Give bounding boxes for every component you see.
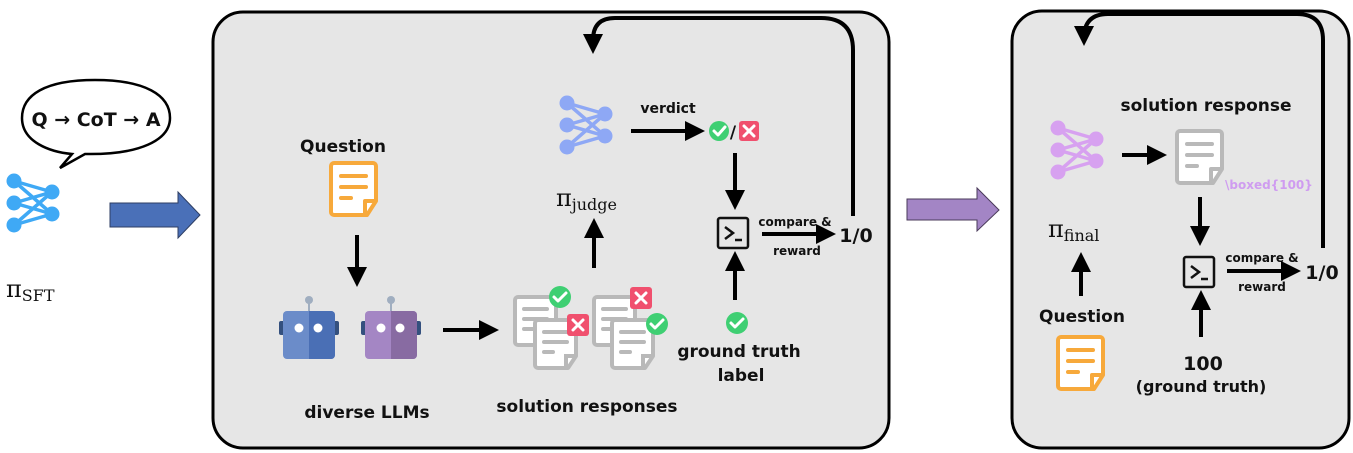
final-reward-label: reward <box>1238 280 1286 294</box>
net-node <box>559 139 575 155</box>
policy-final-label: πfinal <box>1048 215 1099 245</box>
stage1-panel <box>211 10 891 450</box>
ground-truth-check-icon <box>726 312 748 334</box>
question-document-icon <box>329 161 378 217</box>
cross-icon <box>630 287 652 309</box>
robot-blue-icon <box>279 296 339 359</box>
net-node <box>1050 120 1066 136</box>
verdict-cross-icon <box>739 121 759 141</box>
compare-label: compare & <box>758 215 831 229</box>
verdict-label: verdict <box>640 101 696 117</box>
net-node <box>6 173 22 189</box>
net-node <box>597 106 613 122</box>
question-label: Question <box>300 137 386 157</box>
net-node <box>559 95 575 111</box>
net-node <box>1088 153 1104 169</box>
net-node <box>6 195 22 211</box>
net-edge <box>1056 137 1098 174</box>
policy-judge-label: πjudge <box>556 184 617 214</box>
terminal-icon <box>716 216 750 250</box>
judge-network-icon <box>559 95 613 155</box>
speech-bubble: Q → CoT → A <box>20 78 172 170</box>
blue-arrow-icon <box>109 190 201 240</box>
net-edge <box>12 190 54 227</box>
purple-arrow-icon <box>906 186 1000 233</box>
reward-value: 1/0 <box>839 225 872 247</box>
verdict-check-icon <box>709 121 729 141</box>
net-node <box>1050 164 1066 180</box>
net-node <box>44 206 60 222</box>
final-network-icon <box>1050 120 1104 180</box>
policy-sft-label: πSFT <box>6 275 55 305</box>
speech-bubble-text: Q → CoT → A <box>31 109 160 131</box>
diverse-llms-label: diverse LLMs <box>304 403 429 423</box>
robot-purple-icon <box>361 296 421 359</box>
terminal-icon <box>1182 255 1216 289</box>
solution-responses-stack <box>513 286 668 370</box>
feedback-loop-arrow <box>583 16 855 216</box>
ground-truth-label-line1: ground truth <box>677 342 800 362</box>
ground-truth-caption: (ground truth) <box>1136 377 1267 396</box>
response-document-icon <box>1175 129 1224 185</box>
check-icon <box>549 286 571 308</box>
net-node <box>1050 142 1066 158</box>
final-question-label: Question <box>1039 307 1125 327</box>
solution-responses-label: solution responses <box>496 397 677 417</box>
solution-response-label: solution response <box>1120 96 1291 116</box>
final-question-document-icon <box>1056 335 1105 391</box>
ground-truth-label-line2: label <box>718 366 765 386</box>
boxed-answer: \boxed{100} <box>1225 178 1313 192</box>
cross-icon <box>567 314 589 336</box>
reward-label: reward <box>773 244 821 258</box>
net-node <box>597 128 613 144</box>
net-node <box>44 184 60 200</box>
final-reward-value: 1/0 <box>1305 262 1338 284</box>
ground-truth-value: 100 <box>1183 353 1223 375</box>
net-edge <box>565 112 607 149</box>
net-node <box>6 217 22 233</box>
net-node <box>1088 131 1104 147</box>
final-feedback-loop-arrow <box>1074 12 1325 248</box>
net-node <box>559 117 575 133</box>
check-icon <box>646 313 668 335</box>
sft-network-icon <box>6 173 60 233</box>
final-compare-label: compare & <box>1225 251 1298 265</box>
verdict-separator: / <box>730 123 737 143</box>
